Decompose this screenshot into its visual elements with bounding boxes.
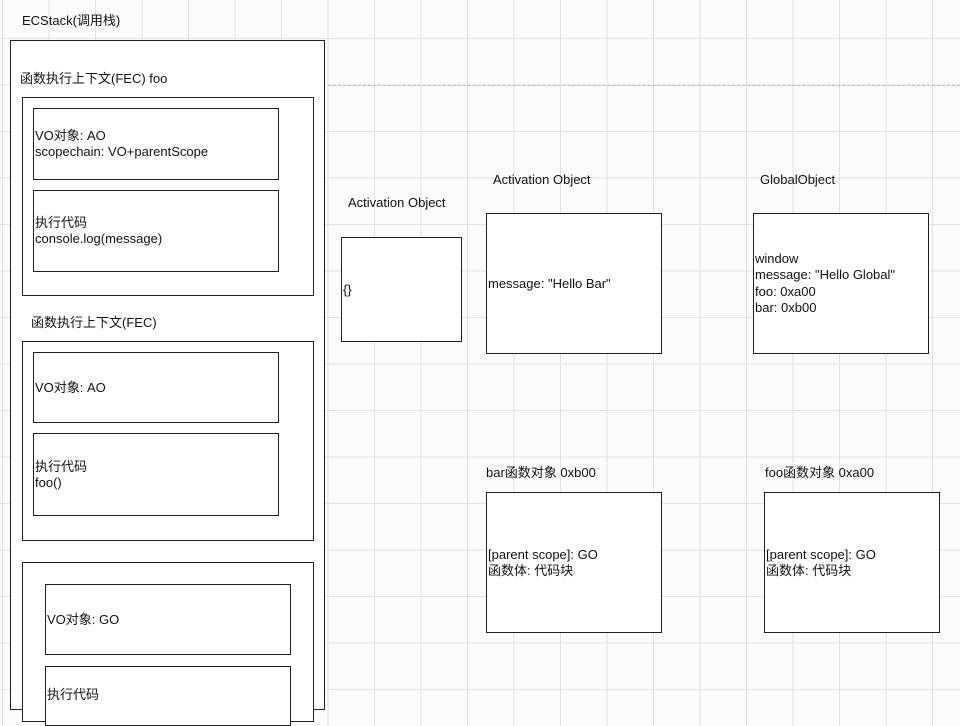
vo-line: VO对象: GO [47, 611, 120, 627]
go-line: bar: 0xb00 [755, 300, 817, 315]
ao1-title: Activation Object [348, 195, 446, 210]
bar-fn-title: bar函数对象 0xb00 [486, 465, 596, 480]
foo-fn-box[interactable]: [parent scope]: GO 函数体: 代码块 [764, 492, 940, 633]
bar-fn-line: 函数体: 代码块 [488, 562, 574, 578]
fec-foo-label: 函数执行上下文(FEC) foo [20, 71, 168, 86]
code-line: console.log(message) [35, 231, 163, 246]
go-title: GlobalObject [760, 172, 836, 187]
go-line: foo: 0xa00 [755, 283, 816, 299]
dashed-divider [328, 85, 960, 86]
ao1-box[interactable]: {} [341, 237, 462, 342]
scopechain-line: scopechain: VO+parentScope [35, 144, 209, 159]
ao1-line: {} [343, 281, 352, 297]
ao2-line: message: "Hello Bar" [488, 275, 611, 291]
go-box[interactable]: window message: "Hello Global" foo: 0xa0… [753, 213, 929, 354]
gec-code-box[interactable]: 执行代码 [45, 666, 291, 726]
foo-fn-line: 函数体: 代码块 [766, 562, 852, 578]
code-label: 执行代码 [35, 215, 88, 230]
code-line: foo() [35, 474, 62, 490]
bar-fn-line: [parent scope]: GO [488, 546, 598, 562]
code-label: 执行代码 [47, 687, 100, 702]
foo-fn-line: [parent scope]: GO [766, 546, 876, 562]
code-label: 执行代码 [35, 458, 88, 474]
gec-vo-box[interactable]: VO对象: GO [45, 584, 291, 655]
fec-label: 函数执行上下文(FEC) [31, 315, 157, 330]
ecstack-title: ECStack(调用栈) [22, 13, 121, 28]
fec-vo-box[interactable]: VO对象: AO [33, 352, 279, 423]
vo-line: VO对象: AO [35, 379, 106, 395]
go-line: window [755, 250, 799, 266]
ao2-title: Activation Object [493, 172, 591, 187]
bar-fn-box[interactable]: [parent scope]: GO 函数体: 代码块 [486, 492, 662, 633]
ao2-box[interactable]: message: "Hello Bar" [486, 213, 662, 354]
fec-code-box[interactable]: 执行代码 foo() [33, 433, 279, 516]
vo-line: VO对象: AO [35, 128, 106, 143]
fec-foo-code-box[interactable]: 执行代码 console.log(message) [33, 190, 279, 272]
fec-foo-vo-box[interactable]: VO对象: AO scopechain: VO+parentScope [33, 108, 279, 180]
foo-fn-title: foo函数对象 0xa00 [765, 465, 875, 480]
go-line: message: "Hello Global" [755, 267, 896, 282]
